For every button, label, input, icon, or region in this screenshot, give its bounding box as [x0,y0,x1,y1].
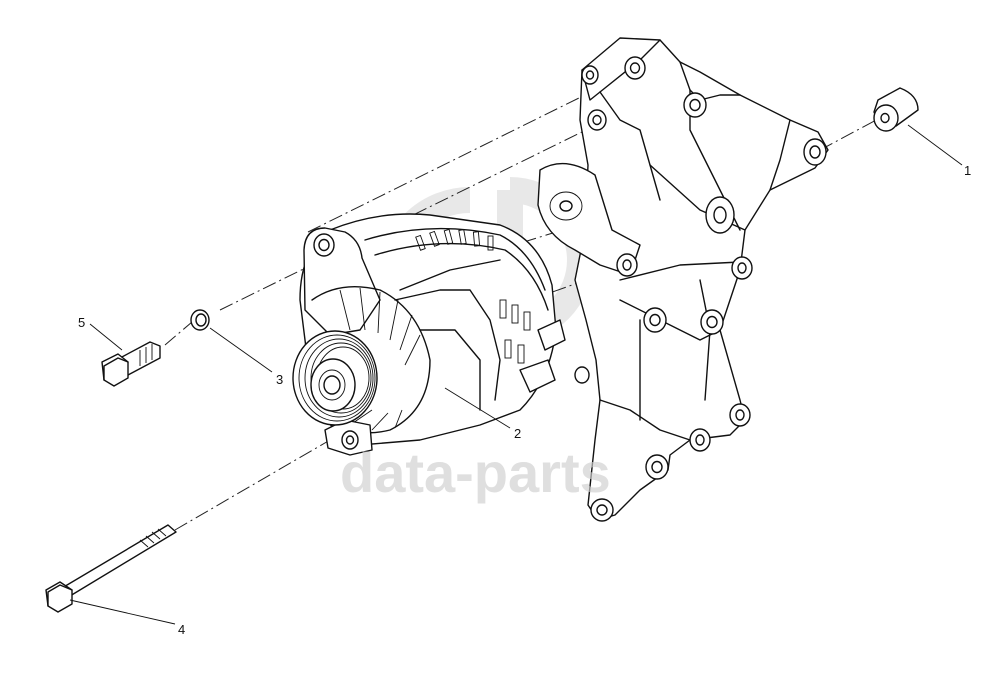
bushing-part-1 [873,87,919,132]
cooling-slots [415,228,531,364]
callout-2: 2 [514,426,521,441]
alternator [292,213,566,456]
mounting-bracket [537,37,829,522]
long-bolt-part-4 [45,524,177,613]
callout-1: 1 [964,163,971,178]
callout-4: 4 [178,622,185,637]
callout-3: 3 [276,372,283,387]
leader-lines [69,124,963,625]
pulley [292,330,378,426]
callout-5: 5 [78,315,85,330]
watermark-text: data-parts [340,441,611,504]
short-bolt-part-5 [101,341,161,387]
washer-part-3 [190,309,210,331]
